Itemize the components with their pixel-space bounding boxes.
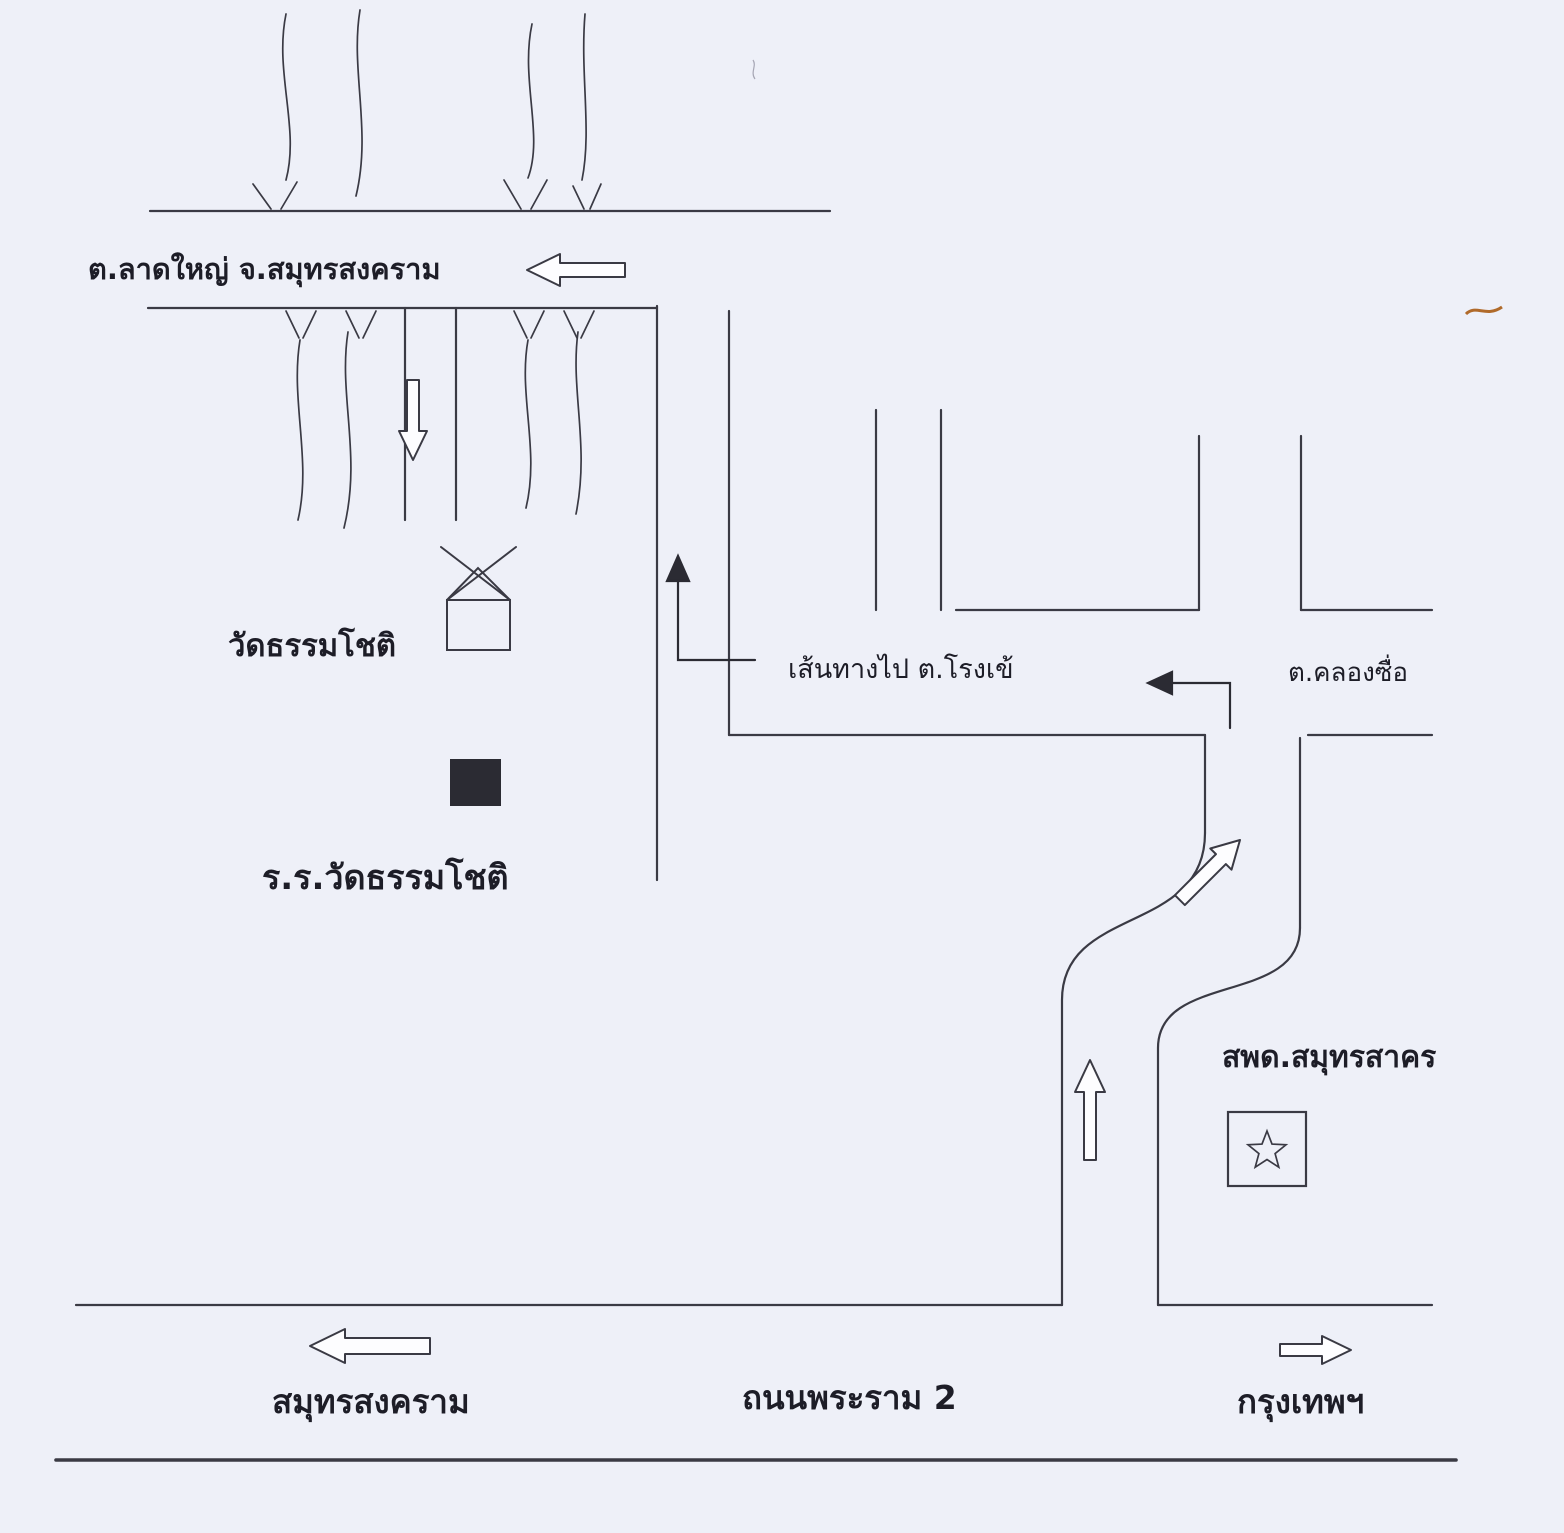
arrow-up-ramp [1074,1059,1106,1161]
scan-artifact-orange [1464,305,1503,316]
canal-tick [580,310,595,339]
canal-line [524,339,532,509]
label-top-left-district: ต.ลาดใหญ่ จ.สมุทรสงคราม [88,252,441,287]
label-school: ร.ร.วัดธรรมโชติ [262,857,509,898]
label-rama2-road: ถนนพระราม 2 [742,1378,957,1417]
canal-line [575,331,582,515]
canal-tick [362,310,377,339]
canal-tick [252,183,272,210]
canal-tick [530,310,545,339]
label-temple: วัดธรรมโชติ [228,627,396,664]
ramp-curve-left [1060,831,1207,1307]
arrow-left-exit-filled [1145,670,1174,696]
canal-line [281,13,292,181]
canal-tick [589,183,602,210]
canal-tick [572,185,585,210]
canal-line [296,339,304,521]
canal-tick [530,179,548,210]
canal-tick [563,310,578,339]
road-network [54,209,1458,1462]
canal-tick [302,310,317,339]
arrow-left-exit-line [1168,681,1232,730]
canal-tick [345,310,360,339]
temple-icon [440,546,517,651]
label-office: สพด.สมุทรสาคร [1222,1040,1436,1076]
arrow-up-route-filled [665,553,691,583]
school-block-icon [450,759,501,806]
scan-artifact-faint [752,59,756,80]
star-glyph [1245,1128,1289,1170]
canal-line [527,23,535,179]
canal-lines [252,9,602,529]
temple-roof-ray [446,546,517,601]
arrow-left-top [526,253,626,287]
arrow-right-bottom [1279,1335,1352,1365]
canal-line [355,9,363,197]
arrow-up-route-line [676,578,757,662]
temple-base [446,599,511,651]
route-indicators [665,553,1232,730]
canal-line [581,13,587,181]
label-khlong-sue: ต.คลองซื่อ [1288,654,1408,688]
temple-roof-ray [440,546,511,601]
label-east-city: กรุงเทพฯ [1237,1382,1364,1423]
canal-line [343,331,352,529]
label-west-city: สมุทรสงคราม [272,1382,470,1423]
arrow-down-soi [398,379,428,461]
star-icon [1226,1110,1308,1188]
temple-roof [446,566,511,601]
direction-arrows-outline [309,253,1352,1365]
canal-tick [503,179,522,210]
canal-tick [280,181,298,210]
canal-tick [513,310,528,339]
star-box [1226,1110,1308,1188]
label-route-note: เส้นทางไป ต.โรงเข้ [788,654,1014,685]
ramp-curve-right [1156,926,1302,1307]
canal-tick [285,310,300,339]
arrow-left-bottom [309,1328,431,1364]
arrow-northeast-ramp [1173,839,1241,907]
